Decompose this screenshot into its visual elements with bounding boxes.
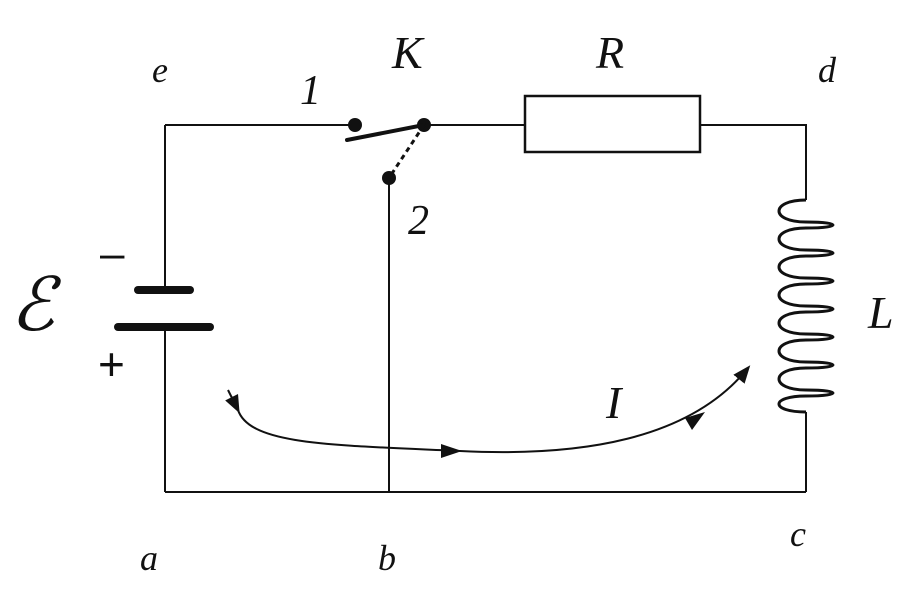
resistor bbox=[523, 94, 702, 154]
current-arrow-start bbox=[225, 389, 240, 414]
label-emf: ℰ bbox=[10, 265, 62, 347]
label-resistor: R bbox=[595, 27, 624, 78]
label-node-d: d bbox=[818, 50, 837, 90]
switch-blade bbox=[345, 123, 426, 142]
label-battery-plus: + bbox=[98, 338, 125, 390]
current-arrow-mid-head bbox=[441, 444, 462, 458]
inductor-coil bbox=[777, 198, 835, 414]
current-arrow-path bbox=[237, 365, 751, 454]
current-arrow-right-head bbox=[685, 412, 705, 430]
label-node-e: e bbox=[152, 50, 168, 90]
label-node-a: a bbox=[140, 538, 158, 578]
label-switch: K bbox=[391, 27, 425, 78]
wire-resistor-to-d bbox=[700, 124, 807, 200]
label-node-c: c bbox=[790, 514, 806, 554]
label-battery-minus: – bbox=[100, 229, 125, 278]
switch-contact-1 bbox=[348, 118, 362, 132]
label-switch-2: 2 bbox=[408, 198, 429, 244]
switch-alt-blade-dashed bbox=[387, 124, 426, 179]
label-switch-1: 1 bbox=[300, 68, 321, 114]
label-node-b: b bbox=[378, 538, 396, 578]
label-inductor: L bbox=[867, 287, 894, 338]
label-current: I bbox=[605, 377, 624, 428]
